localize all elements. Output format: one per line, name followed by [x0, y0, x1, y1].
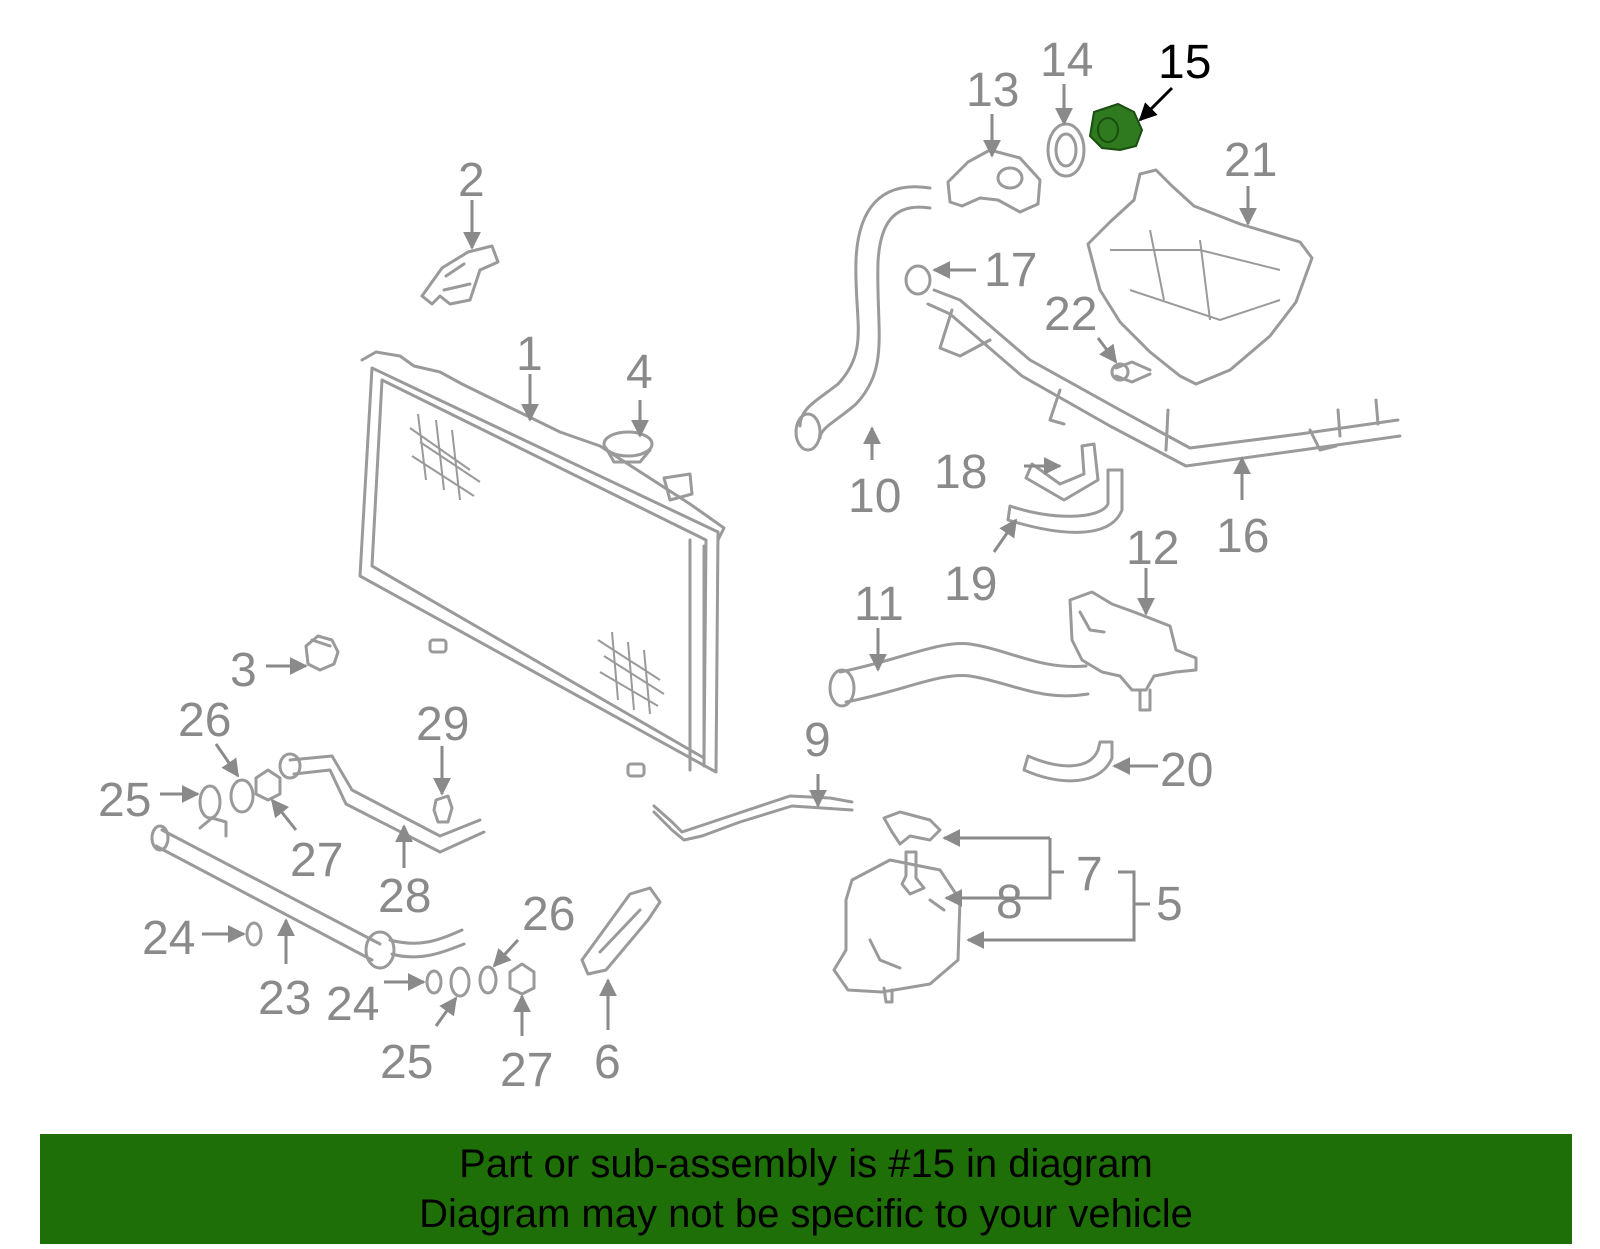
callout-24b: 24 [326, 978, 379, 1031]
callout-11: 11 [854, 578, 904, 631]
part-washer-24a [245, 921, 263, 947]
part-lower-hose [828, 641, 1090, 708]
callout-3: 3 [230, 644, 257, 697]
callout-25a: 25 [98, 774, 151, 827]
callout-17: 17 [984, 244, 1037, 297]
banner-line-part-number: Part or sub-assembly is #15 in diagram [459, 1142, 1153, 1186]
part-overflow-hose [652, 794, 854, 842]
part-bracket-lower [580, 886, 662, 976]
callout-8: 8 [996, 876, 1023, 929]
callout-10: 10 [848, 470, 901, 523]
part-washer-26a [229, 778, 255, 814]
part-reservoir-tank [832, 858, 962, 1004]
part-grommet [304, 634, 340, 672]
callout-29: 29 [416, 698, 469, 751]
part-thermostat [1088, 102, 1144, 152]
callout-26a: 26 [178, 694, 231, 747]
callout-7: 7 [1076, 848, 1103, 901]
part-nut-27a [254, 768, 282, 802]
part-washer-25b [449, 966, 471, 998]
callout-21: 21 [1224, 134, 1277, 187]
part-washer-24b [425, 969, 443, 995]
callout-22: 22 [1044, 288, 1097, 341]
leader-lines [160, 84, 1257, 1036]
part-oil-cooler-pipe [278, 752, 486, 854]
callout-25b: 25 [380, 1036, 433, 1089]
callout-13: 13 [966, 64, 1019, 117]
part-water-pipe [926, 288, 1402, 468]
part-bypass-hose-a [1024, 442, 1100, 502]
part-thermostat-cover [946, 148, 1042, 214]
part-upper-hose [794, 185, 932, 452]
part-coolant-pipe [150, 816, 466, 970]
part-o-ring [904, 264, 932, 296]
part-gasket [1046, 122, 1086, 178]
callout-14: 14 [1040, 34, 1093, 87]
part-bypass-hose-b [1006, 468, 1124, 534]
part-heater-hose [1022, 740, 1114, 783]
callout-28: 28 [378, 870, 431, 923]
callout-labels: 1 2 3 4 5 6 7 8 9 10 11 12 13 14 15 16 1… [98, 34, 1277, 1097]
callout-27a: 27 [290, 834, 343, 887]
part-reservoir-cap [882, 810, 942, 896]
callout-24a: 24 [142, 912, 195, 965]
callout-12: 12 [1126, 522, 1179, 575]
part-radiator [358, 350, 726, 778]
part-fitting [432, 794, 454, 824]
callout-27b: 27 [500, 1044, 553, 1097]
callout-23: 23 [258, 972, 311, 1025]
info-banner: Part or sub-assembly is #15 in diagram D… [40, 1134, 1572, 1244]
callout-20: 20 [1160, 744, 1213, 797]
callout-4: 4 [626, 346, 653, 399]
callout-26b: 26 [522, 888, 575, 941]
part-radiator-cap [602, 430, 694, 502]
banner-line-disclaimer: Diagram may not be specific to your vehi… [419, 1192, 1193, 1236]
part-washer-25a [198, 784, 222, 820]
callout-19: 19 [944, 558, 997, 611]
callout-6: 6 [594, 1036, 621, 1089]
part-thermostat-housing [1068, 590, 1198, 712]
callout-5: 5 [1156, 878, 1183, 931]
callout-16: 16 [1216, 510, 1269, 563]
part-bolt [1110, 360, 1152, 384]
callout-15: 15 [1158, 36, 1211, 89]
callout-2: 2 [458, 154, 485, 207]
part-nut-27b [508, 962, 536, 996]
part-cover-plate [1086, 168, 1314, 386]
callout-1: 1 [516, 328, 543, 381]
parts-diagram: 1 2 3 4 5 6 7 8 9 10 11 12 13 14 15 16 1… [98, 34, 1402, 1097]
callout-9: 9 [804, 714, 831, 767]
callout-18: 18 [934, 446, 987, 499]
part-washer-26b [478, 965, 498, 995]
part-bracket-upper [420, 244, 500, 306]
